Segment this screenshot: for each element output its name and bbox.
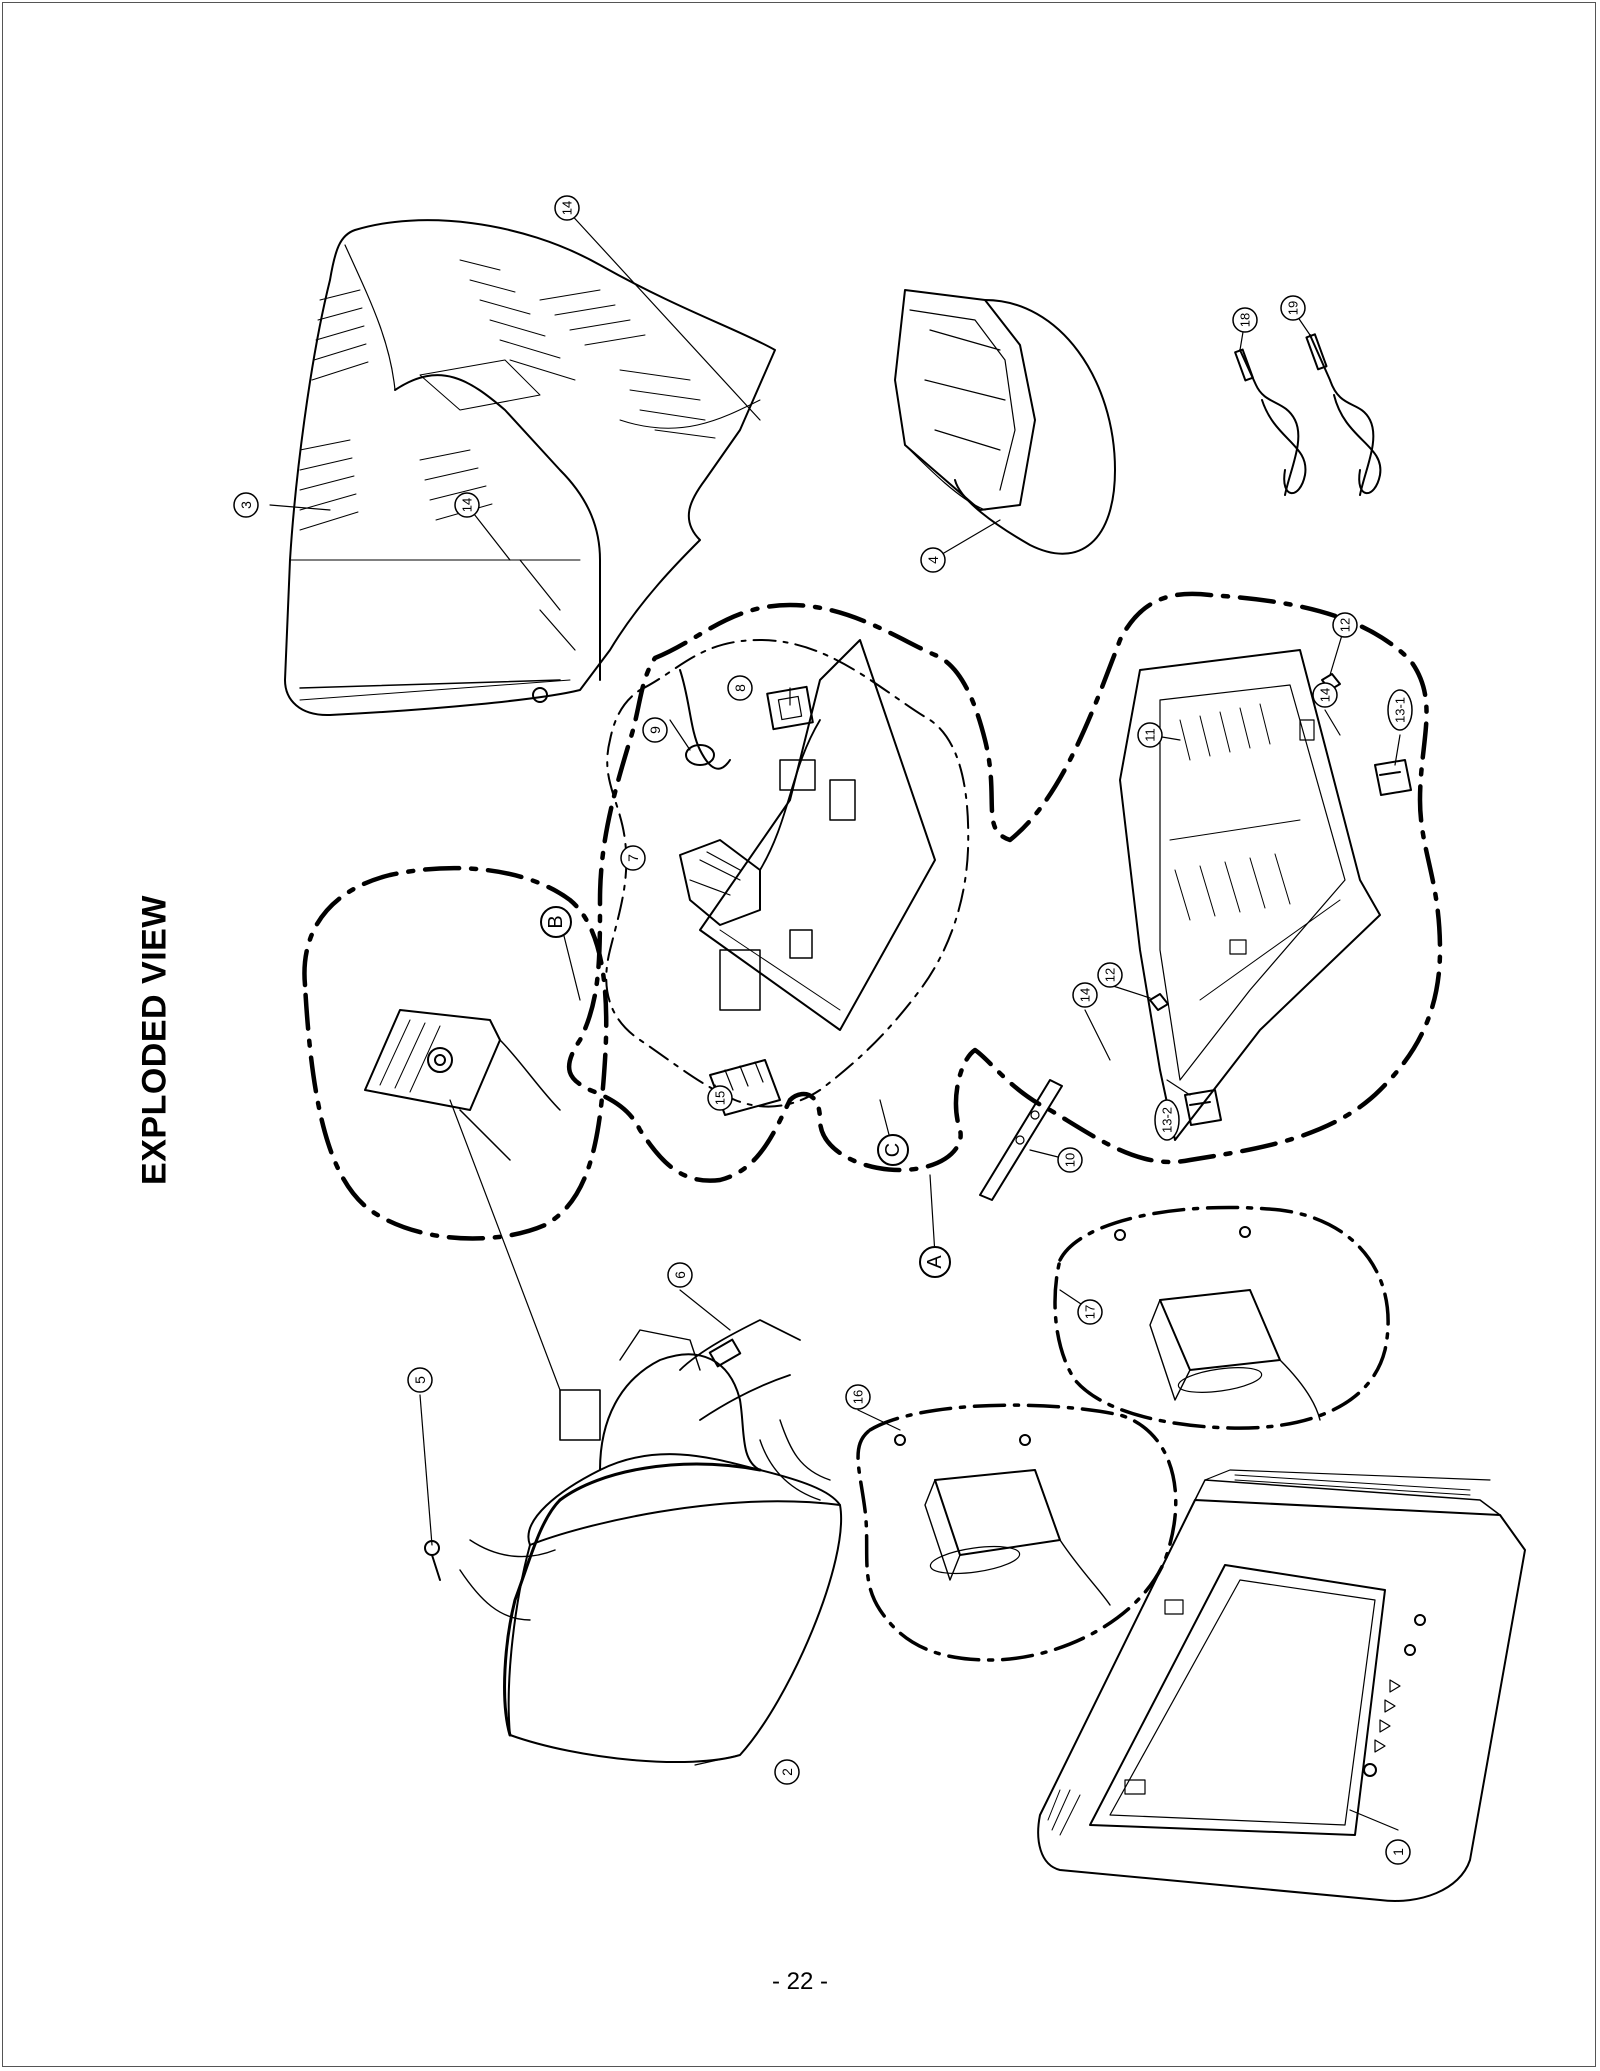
deflection-yoke-6: [679, 1319, 801, 1421]
group-outline-17: [1053, 1205, 1390, 1430]
audio-cable-18: [1234, 348, 1307, 496]
callout-1-label: 1: [1390, 1848, 1406, 1856]
main-board: [699, 639, 936, 1031]
bracket-13-2: [1184, 1089, 1222, 1126]
callout-c: C: [877, 1134, 909, 1166]
group-outline-b: [302, 865, 609, 1241]
callout-1: 1: [1385, 1839, 1411, 1865]
callout-14-a-label: 14: [560, 201, 575, 215]
flyback-transformer-7: [679, 719, 821, 926]
callout-b-label: B: [545, 915, 567, 928]
callout-14-d: 14: [1072, 982, 1098, 1008]
callout-13-1: 13-1: [1387, 689, 1413, 731]
crt-picture-tube: [503, 1329, 843, 1764]
callout-11: 11: [1137, 722, 1163, 748]
swivel-stand: [894, 289, 1116, 555]
callout-4: 4: [920, 547, 946, 573]
callout-12-b-label: 12: [1103, 968, 1118, 982]
power-switch-8: [766, 685, 814, 731]
crt-socket-board: [364, 1009, 561, 1391]
clip-12-left: [1149, 993, 1169, 1011]
callout-14-c-label: 14: [1318, 688, 1333, 702]
group-callouts: A B C: [540, 906, 951, 1278]
callout-14-c: 14: [1312, 682, 1338, 708]
front-cabinet: [1037, 1469, 1526, 1902]
control-board-10: [979, 1079, 1063, 1201]
callout-7: 7: [620, 845, 646, 871]
page-number: - 22 -: [771, 1968, 829, 1995]
callout-4-label: 4: [925, 556, 941, 564]
callout-14-b-label: 14: [460, 498, 475, 512]
callout-12-a: 12: [1332, 612, 1358, 638]
chassis-frame: [1119, 649, 1381, 1141]
callout-19: 19: [1280, 295, 1306, 321]
callout-a-label: A: [924, 1255, 946, 1269]
group-outline-c: [605, 639, 970, 1108]
callout-10-label: 10: [1063, 1153, 1078, 1167]
callout-6: 6: [667, 1262, 693, 1288]
callout-7-label: 7: [625, 854, 641, 862]
callout-16: 16: [845, 1384, 871, 1410]
callout-15-label: 15: [713, 1091, 728, 1105]
callout-2: 2: [774, 1759, 800, 1785]
callout-14-d-label: 14: [1078, 988, 1093, 1002]
callout-9-label: 9: [647, 726, 663, 734]
callout-13-1-label: 13-1: [1393, 697, 1408, 723]
power-cord-9: [679, 669, 731, 770]
callout-9: 9: [642, 717, 668, 743]
speaker-16: [894, 1434, 1111, 1606]
callout-15: 15: [707, 1085, 733, 1111]
bracket-13-1: [1374, 759, 1412, 796]
av-cable-19: [1305, 333, 1382, 496]
callout-6-label: 6: [672, 1271, 688, 1279]
leader-lines: [269, 209, 1401, 1831]
callout-c-label: C: [882, 1143, 904, 1157]
callout-13-2-label: 13-2: [1160, 1107, 1175, 1133]
group-outline-16: [856, 1403, 1178, 1662]
crt-wires: [459, 1419, 831, 1621]
callout-17-label: 17: [1083, 1305, 1098, 1319]
callout-5: 5: [407, 1367, 433, 1393]
callout-2-label: 2: [779, 1768, 795, 1776]
callout-10: 10: [1057, 1147, 1083, 1173]
callout-17: 17: [1077, 1299, 1103, 1325]
speaker-17: [1114, 1226, 1321, 1421]
callout-a: A: [919, 1246, 951, 1278]
callout-11-label: 11: [1143, 728, 1158, 742]
callout-3: 3: [233, 492, 259, 518]
callout-3-label: 3: [238, 501, 254, 509]
callout-14-a: 14: [554, 195, 580, 221]
screw-5: [424, 1540, 441, 1581]
back-cover: [284, 219, 776, 717]
callout-14-b: 14: [454, 492, 480, 518]
callout-18: 18: [1232, 307, 1258, 333]
callout-8-label: 8: [732, 684, 748, 692]
callout-b: B: [540, 906, 572, 938]
callout-8: 8: [727, 675, 753, 701]
callout-12-a-label: 12: [1338, 618, 1353, 632]
callout-18-label: 18: [1238, 313, 1253, 327]
callout-16-label: 16: [851, 1390, 866, 1404]
callout-5-label: 5: [412, 1376, 428, 1384]
part-callouts: 1 2 3 4 5 6 7 8 9 10 11 12 12 13-1 13-2 …: [233, 195, 1413, 1865]
callout-12-b: 12: [1097, 962, 1123, 988]
group-outline-a: [567, 591, 1443, 1183]
callout-19-label: 19: [1286, 301, 1301, 315]
callout-13-2: 13-2: [1154, 1099, 1180, 1141]
